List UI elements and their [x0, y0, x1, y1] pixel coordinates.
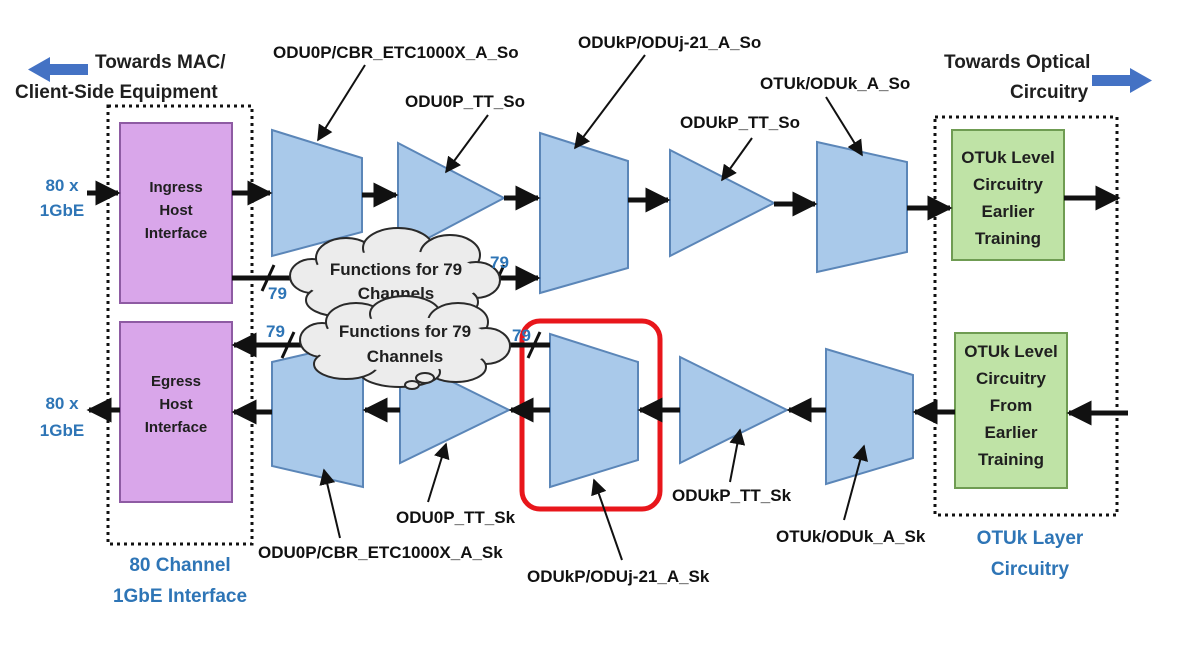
- label-odukp-tt-so: ODUkP_TT_So: [680, 113, 800, 132]
- bottom-cloud-core: [312, 317, 496, 371]
- odukp-tt-so-block: [669, 148, 777, 258]
- odukp-tt-sk-block: [679, 355, 790, 465]
- right-direction-arrow-icon: [1092, 68, 1152, 93]
- top-bus-width-right: 79: [490, 253, 509, 272]
- egress-port-line2: 1GbE: [40, 421, 84, 440]
- otuk-group-label-line1: OTUk Layer: [977, 528, 1084, 549]
- odukp-oduj-so-block: [539, 131, 629, 295]
- label-odu0p-tt-sk: ODU0P_TT_Sk: [396, 508, 516, 527]
- bottom-bus-slash-right: [526, 331, 542, 359]
- bottom-bus-width-right: 79: [512, 326, 531, 345]
- right-header-line1: Towards Optical: [944, 52, 1090, 73]
- otuk-group-label-line2: Circuitry: [991, 559, 1070, 580]
- label-odu0p-tt-so: ODU0P_TT_So: [405, 92, 525, 111]
- otuk-tx-line4: Training: [975, 229, 1041, 248]
- client-interface-group-box: [106, 104, 254, 546]
- otuk-oduk-sk-block: [825, 347, 914, 486]
- top-cloud-core: [305, 251, 485, 307]
- left-direction-arrow-icon: [28, 57, 88, 82]
- leader-odukp-oduj-sk: [591, 478, 623, 561]
- client-group-label-line1: 80 Channel: [129, 555, 230, 576]
- leader-odukp-tt-so: [721, 137, 753, 182]
- left-header-line1: Towards MAC/: [95, 52, 226, 73]
- otuk-tx-circuitry-box: [951, 129, 1065, 261]
- leader-otuk-oduk-so: [825, 96, 863, 157]
- right-header-line2: Circuitry: [1010, 82, 1089, 103]
- otuk-tx-line2: Circuitry: [973, 175, 1043, 194]
- egress-port-line1: 80 x: [45, 394, 79, 413]
- bottom-bus-width-left: 79: [266, 322, 285, 341]
- egress-box-line3: Interface: [145, 419, 208, 436]
- leader-odu0p-cbr-sk: [319, 468, 341, 539]
- otuk-rx-line1: OTUk Level: [964, 342, 1058, 361]
- bottom-bus-slash-left: [280, 331, 296, 359]
- otuk-rx-line4: Earlier: [985, 423, 1038, 442]
- otuk-tx-line3: Earlier: [982, 202, 1035, 221]
- ingress-box-line1: Ingress: [149, 179, 202, 196]
- client-group-label-line2: 1GbE Interface: [113, 586, 247, 607]
- otuk-rx-line3: From: [990, 396, 1033, 415]
- leader-odukp-tt-sk: [729, 428, 746, 483]
- ingress-box-line2: Host: [159, 202, 192, 219]
- odu0p-cbr-so-block: [271, 128, 363, 258]
- leader-odu0p-cbr-so: [317, 64, 366, 142]
- otuk-rx-line5: Training: [978, 450, 1044, 469]
- ingress-box-line3: Interface: [145, 225, 208, 242]
- otuk-layer-group-box: [933, 115, 1119, 517]
- label-odukp-oduj-sk: ODUkP/ODUj-21_A_Sk: [527, 567, 710, 586]
- egress-host-interface-box: [119, 321, 233, 503]
- egress-box-line1: Egress: [151, 373, 201, 390]
- bottom-cloud-line1: Functions for 79: [339, 322, 471, 341]
- otuk-tx-line1: OTUk Level: [961, 148, 1055, 167]
- top-cloud-line1: Functions for 79: [330, 260, 462, 279]
- odukp-oduj-sk-block: [549, 332, 639, 489]
- ingress-port-line1: 80 x: [45, 176, 79, 195]
- leader-odukp-oduj-so: [574, 54, 646, 150]
- label-odukp-tt-sk: ODUkP_TT_Sk: [672, 486, 792, 505]
- label-odu0p-cbr-sk: ODU0P/CBR_ETC1000X_A_Sk: [258, 543, 503, 562]
- leader-otuk-oduk-sk: [843, 444, 868, 521]
- otuk-rx-line2: Circuitry: [976, 369, 1046, 388]
- top-bus-width-left: 79: [268, 284, 287, 303]
- left-header-line2: Client-Side Equipment: [15, 82, 218, 103]
- egress-box-line2: Host: [159, 396, 192, 413]
- label-odu0p-cbr-so: ODU0P/CBR_ETC1000X_A_So: [273, 43, 519, 62]
- label-otuk-oduk-sk: OTUk/ODUk_A_Sk: [776, 527, 926, 546]
- leader-odu0p-tt-so: [445, 114, 489, 174]
- top-bus-slash-left: [260, 264, 276, 292]
- ingress-port-line2: 1GbE: [40, 201, 84, 220]
- label-otuk-oduk-so: OTUk/ODUk_A_So: [760, 74, 910, 93]
- bottom-cloud-line2: Channels: [367, 347, 444, 366]
- otuk-oduk-so-block: [816, 140, 908, 274]
- leader-odu0p-tt-sk: [427, 442, 450, 503]
- ingress-host-interface-box: [119, 122, 233, 304]
- label-odukp-oduj-so: ODUkP/ODUj-21_A_So: [578, 33, 761, 52]
